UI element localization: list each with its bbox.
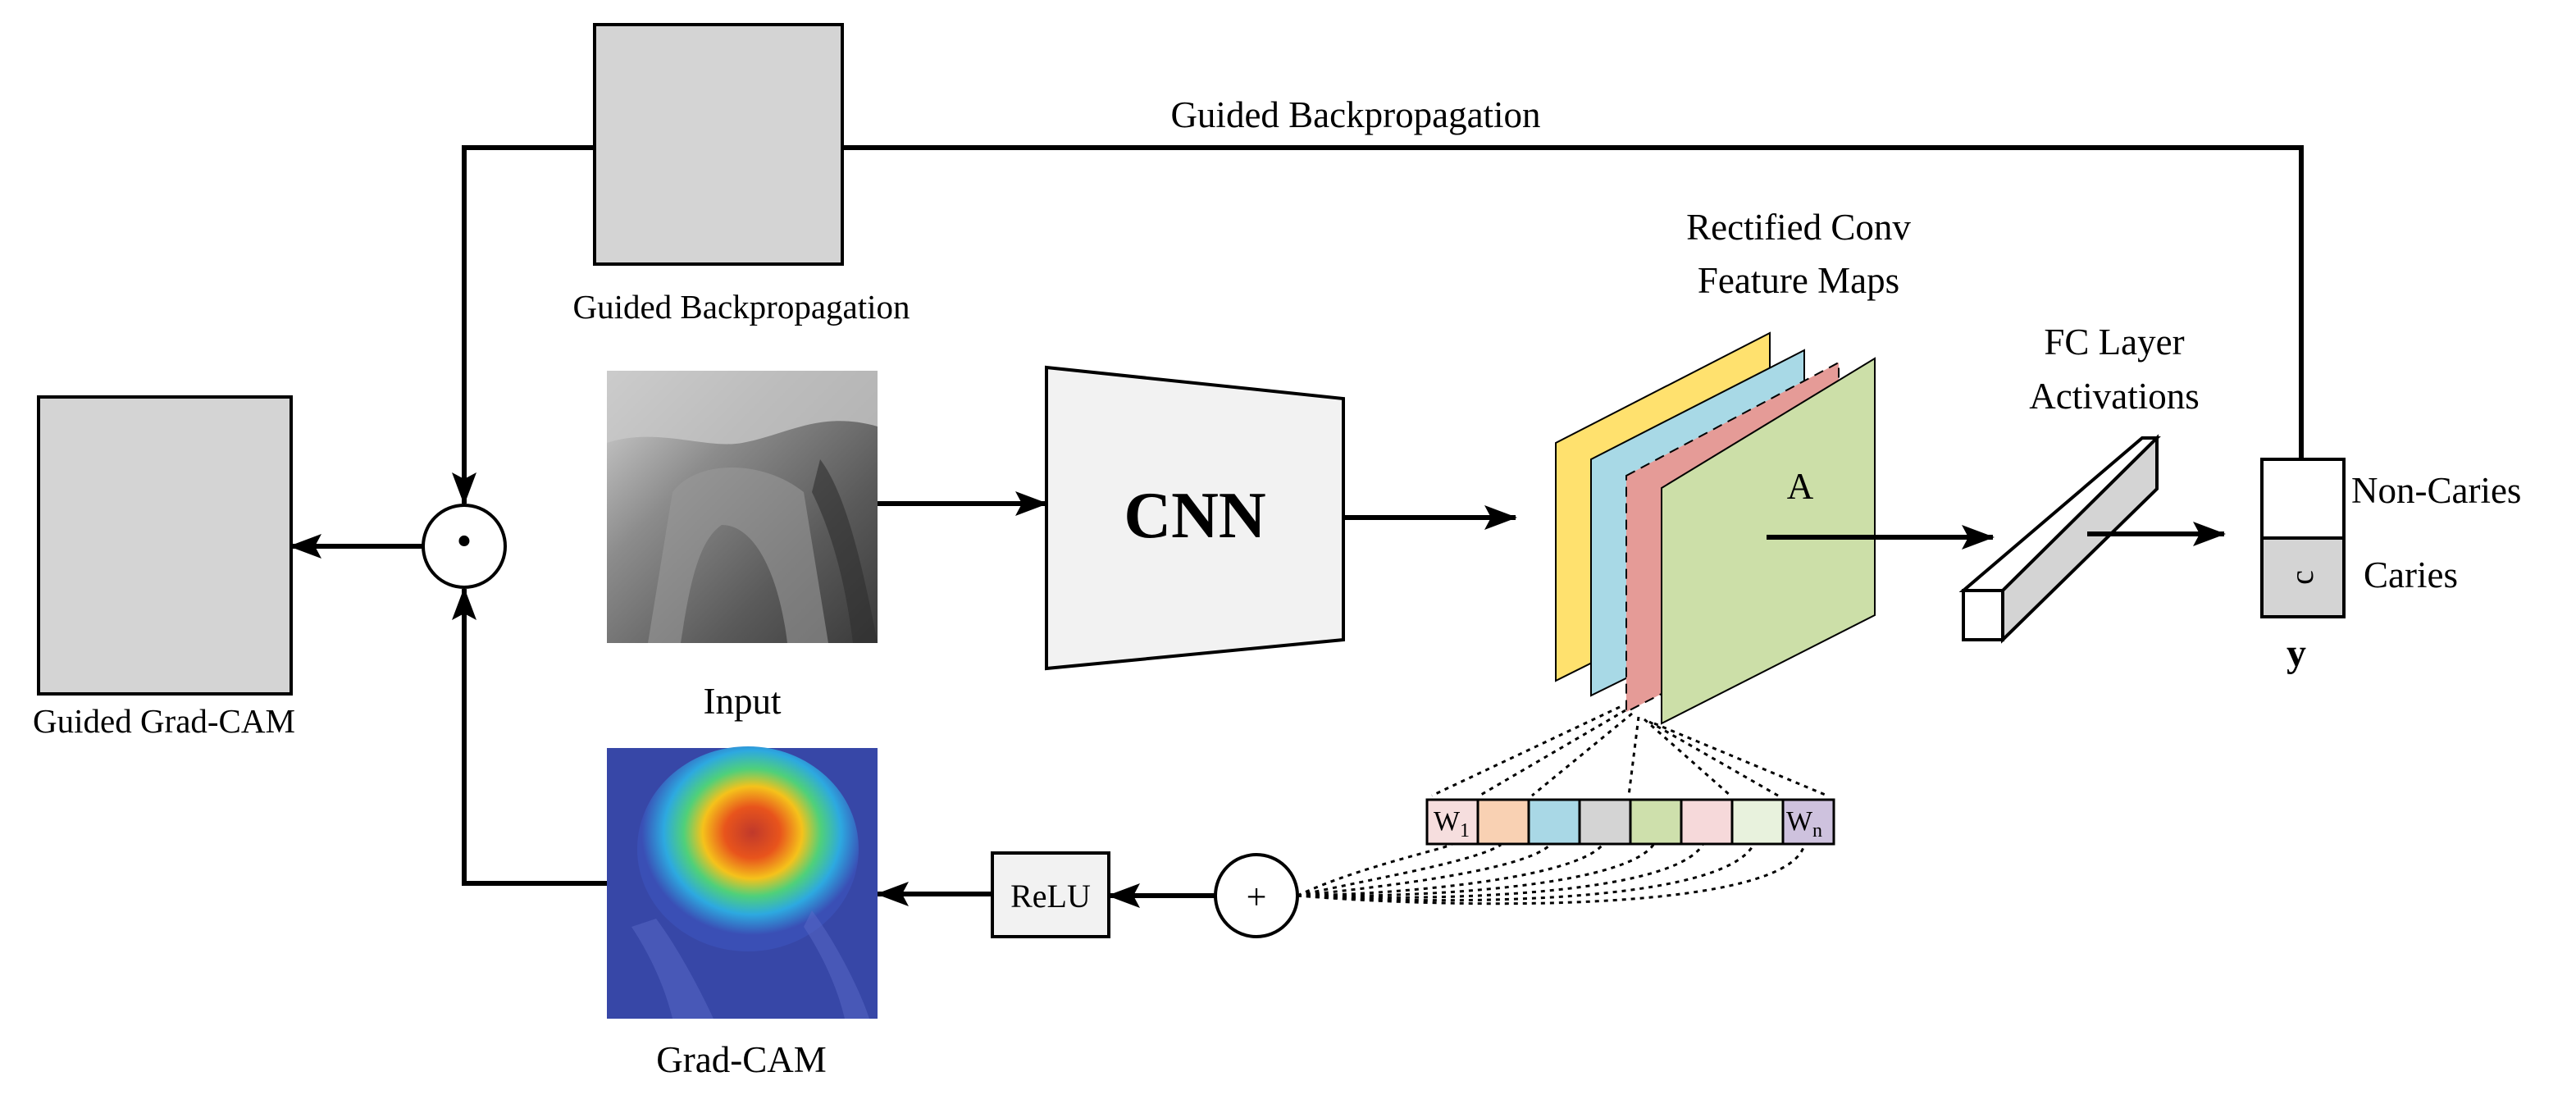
output-caries-cell	[2260, 536, 2346, 618]
relu-label: ReLU	[1010, 878, 1091, 915]
weight-first-label: W1	[1434, 806, 1470, 842]
non-caries-label: Non-Caries	[2351, 470, 2521, 511]
output-non-caries-cell	[2260, 458, 2346, 540]
weight-cell	[1476, 798, 1530, 846]
cnn-label: CNN	[1124, 480, 1265, 552]
product-node-symbol: ·	[454, 505, 476, 577]
relu-box	[991, 851, 1110, 938]
input-label: Input	[704, 681, 782, 722]
fc-label-line1: FC Layer	[2044, 322, 2184, 363]
guided-backprop-line-left	[452, 145, 595, 505]
weight-sum-links	[1297, 843, 1806, 905]
weight-cell	[1425, 798, 1479, 846]
fc-label-line2: Activations	[2029, 376, 2199, 417]
feature-maps-label-line1: Rectified Conv	[1686, 207, 1911, 248]
weights-vector	[1425, 798, 1835, 846]
weight-cell	[1578, 798, 1632, 846]
weight-cell	[1629, 798, 1683, 846]
guided-backprop-box	[593, 23, 844, 266]
fc-layer-block	[1958, 434, 2161, 644]
feature-map-green	[1661, 357, 1876, 725]
guided-gradcam-box	[37, 395, 293, 696]
caries-label: Caries	[2364, 554, 2458, 595]
guided-backprop-box-label: Guided Backpropagation	[572, 288, 910, 326]
sum-node-symbol: +	[1247, 877, 1267, 917]
activation-a-label: A	[1787, 466, 1814, 507]
weight-cell	[1680, 798, 1734, 846]
weight-cell	[1730, 798, 1785, 846]
output-c-label: c	[2283, 570, 2320, 585]
weight-cell	[1781, 798, 1835, 846]
input-xray-image	[607, 371, 878, 643]
guided-backprop-path-label: Guided Backpropagation	[1170, 94, 1540, 135]
feature-map-weight-links	[1431, 705, 1828, 797]
output-y-label: y	[2286, 632, 2306, 675]
cnn-block	[1045, 365, 1345, 671]
gradcam-heatmap-image	[607, 746, 878, 1019]
gradcam-label: Grad-CAM	[656, 1039, 826, 1080]
gradcam-to-product-line	[452, 587, 607, 886]
guided-backprop-line-right	[842, 145, 2304, 459]
guided-gradcam-label: Guided Grad-CAM	[33, 702, 295, 740]
weight-cell	[1527, 798, 1581, 846]
feature-maps-label-line2: Feature Maps	[1698, 260, 1899, 301]
weight-last-label: Wn	[1786, 806, 1822, 842]
